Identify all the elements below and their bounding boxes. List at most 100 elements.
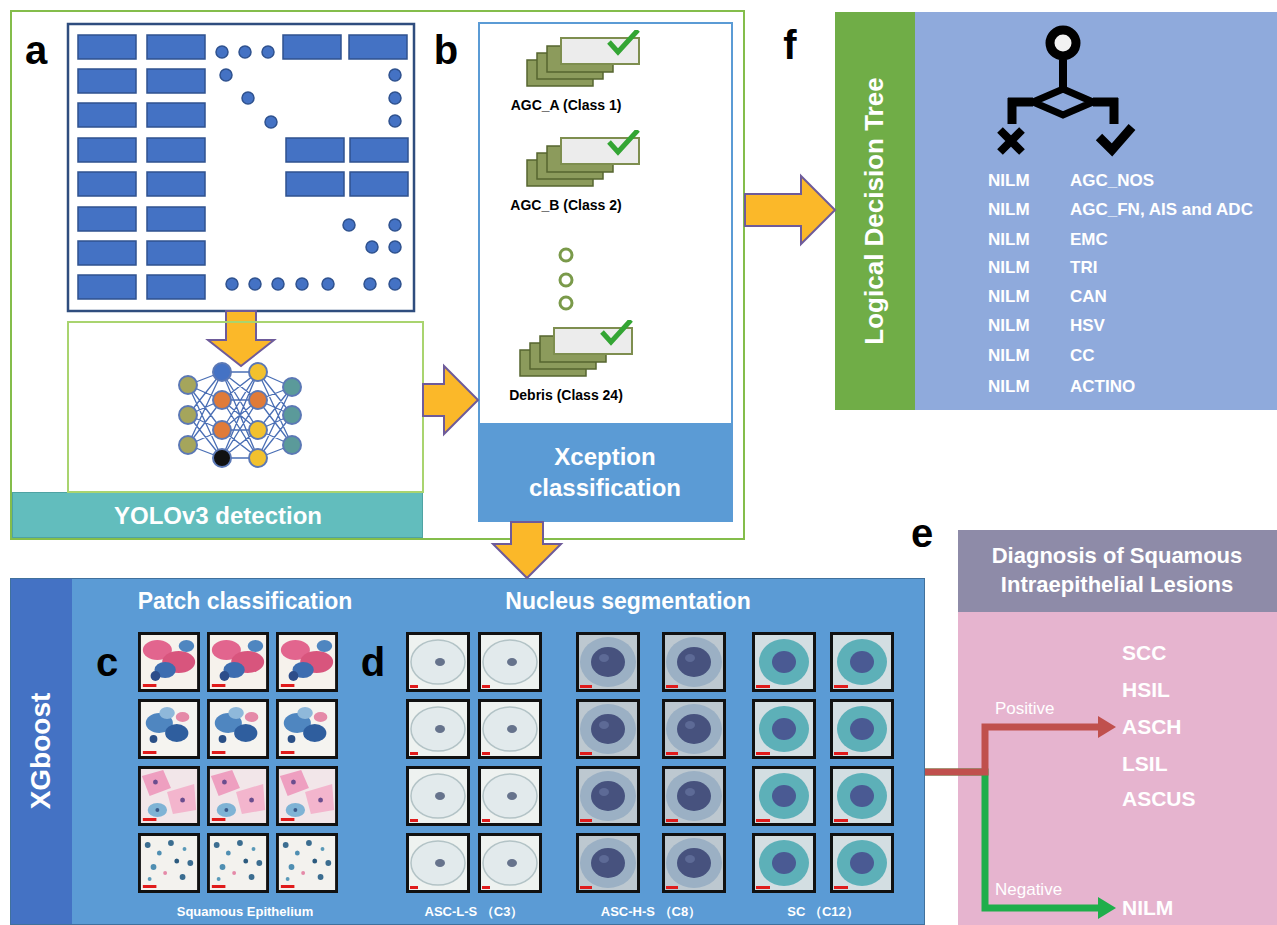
band-title: XGboost xyxy=(25,693,57,810)
cell-thumbnail xyxy=(662,632,726,692)
cell-thumbnail xyxy=(478,699,542,759)
ellipsis-dots xyxy=(560,249,572,309)
title-band: Xception classification xyxy=(480,423,731,520)
result-label: NILM xyxy=(1122,896,1173,920)
diagnosis-panel: Diagnosis of Squamous Intraepithelial Le… xyxy=(958,530,1277,925)
classifier-box: bAGC_A (Class 1)AGC_B (Class 2)Debris (C… xyxy=(478,22,733,522)
panel-letter: a xyxy=(25,27,47,73)
diagnosis-label: CAN xyxy=(1070,287,1107,307)
cell-thumbnail xyxy=(662,699,726,759)
cell-thumbnail xyxy=(406,632,470,692)
connector xyxy=(745,176,835,244)
patch-thumbnails xyxy=(138,632,338,893)
result-label: NILM xyxy=(988,377,1030,397)
band-title: Diagnosis of Squamous Intraepithelial Le… xyxy=(962,542,1272,599)
result-label: ASCUS xyxy=(1122,787,1196,811)
neuron xyxy=(179,376,197,394)
band-title: Xception classification xyxy=(490,441,720,503)
connector-line xyxy=(925,727,1098,772)
neuron xyxy=(283,406,301,424)
cell-thumbnail xyxy=(830,632,894,692)
section-heading: Patch classification xyxy=(138,588,353,614)
tree-root xyxy=(1050,30,1076,56)
result-label: NILM xyxy=(988,258,1030,278)
diagnosis-label: HSV xyxy=(1070,316,1105,336)
result-list: SCCHSILASCHLSILASCUS xyxy=(1116,634,1202,818)
connector xyxy=(493,522,561,578)
nucleus-thumbnails xyxy=(406,632,894,893)
cell-thumbnail xyxy=(138,833,200,893)
diagnosis-label: TRI xyxy=(1070,258,1097,278)
class-stack xyxy=(527,30,639,86)
block-arrow xyxy=(745,176,835,244)
cell-thumbnail xyxy=(207,766,269,826)
ellipsis-dot xyxy=(560,249,572,261)
cell-thumbnail xyxy=(752,632,816,692)
diagnosis-label: AGC_FN, AIS and ADC xyxy=(1070,200,1253,220)
result-label: NILM xyxy=(988,316,1030,336)
neuron xyxy=(213,421,231,439)
class-label: AGC_A (Class 1) xyxy=(511,97,622,113)
class-label: Debris (Class 24) xyxy=(509,387,623,403)
cell-thumbnail xyxy=(478,833,542,893)
network-links xyxy=(188,372,292,458)
result-label: HSIL xyxy=(1122,678,1170,702)
diagnosis-label: AGC_NOS xyxy=(1070,171,1154,191)
result-list: NILM xyxy=(1116,893,1180,923)
class-stack xyxy=(527,130,639,186)
cell-thumbnail xyxy=(478,632,542,692)
cell-thumbnail xyxy=(830,766,894,826)
result-label: NILM xyxy=(988,346,1030,366)
tree-icon xyxy=(1000,30,1132,152)
neuron xyxy=(283,436,301,454)
cell-thumbnail xyxy=(576,833,640,893)
connector xyxy=(925,772,1116,919)
neuron xyxy=(249,421,267,439)
cell-thumbnail xyxy=(276,632,338,692)
section-heading: Nucleus segmentation xyxy=(505,588,750,614)
cell-thumbnail xyxy=(752,699,816,759)
cell-thumbnail xyxy=(207,833,269,893)
diagnosis-label: EMC xyxy=(1070,230,1108,250)
cell-thumbnail xyxy=(576,699,640,759)
panel-frame: aYOLOv3 detection bAGC_A (Class 1)AGC_B (… xyxy=(10,10,745,540)
cell-thumbnail xyxy=(752,766,816,826)
ellipsis-dot xyxy=(560,274,572,286)
cell-thumbnail xyxy=(830,699,894,759)
neuron xyxy=(249,449,267,467)
cell-thumbnail xyxy=(406,833,470,893)
arrow-head xyxy=(1098,897,1116,919)
xgboost-panel: XGboostPatch classificationcSquamous Epi… xyxy=(10,578,925,925)
neuron xyxy=(213,449,231,467)
detection-block: YOLOv3 detection xyxy=(12,322,423,538)
check-mark xyxy=(1099,127,1132,150)
neuron xyxy=(283,378,301,396)
image-caption: ASC-L-S （C3） xyxy=(425,905,524,920)
cell-thumbnail xyxy=(576,632,640,692)
image-caption: ASC-H-S （C8） xyxy=(601,905,701,920)
connector xyxy=(925,716,1116,772)
result-label: NILM xyxy=(988,287,1030,307)
title-band xyxy=(958,530,1277,612)
result-label: NILM xyxy=(988,200,1030,220)
result-label: ASCH xyxy=(1122,715,1182,739)
image-caption: SC （C12） xyxy=(787,905,859,920)
edge-label: Negative xyxy=(995,880,1062,900)
decision-panel: Logical Decision TreeNILMAGC_NOSNILMAGC_… xyxy=(835,12,1277,410)
cell-thumbnail xyxy=(576,766,640,826)
slide-dots xyxy=(216,46,401,290)
cell-thumbnail xyxy=(138,632,200,692)
cell-thumbnail xyxy=(662,766,726,826)
slide-frame xyxy=(68,24,414,311)
decision-diamond xyxy=(1033,89,1093,115)
cell-thumbnail xyxy=(207,699,269,759)
block-arrow xyxy=(423,366,478,434)
slide-fields xyxy=(78,35,408,299)
neuron xyxy=(179,436,197,454)
panel-letter: e xyxy=(911,510,933,556)
cross-mark xyxy=(1000,130,1022,152)
cell-thumbnail xyxy=(830,833,894,893)
cell-thumbnail xyxy=(138,699,200,759)
cell-thumbnail xyxy=(276,699,338,759)
connector-line xyxy=(925,772,1098,908)
